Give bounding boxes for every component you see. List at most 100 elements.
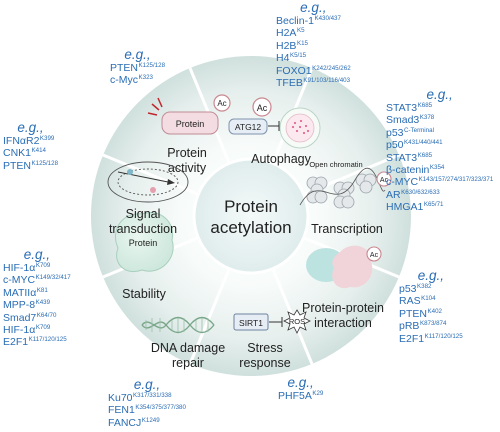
acetylation-sites: C-Terminal [404, 126, 434, 134]
acetylation-sites: K91/103/116/403 [303, 77, 351, 85]
example-entry: MPP-8K439 [3, 299, 71, 311]
membrane-inner [117, 168, 179, 196]
example-entry: H2BK15 [276, 40, 351, 52]
ac-marker [366, 246, 382, 262]
protein-blob-label: Protein [129, 238, 158, 248]
protein-name: FEN1 [108, 404, 135, 417]
protein-activity-sector: Protein Ac Protein activity [147, 94, 231, 175]
protein-name: RAS [399, 295, 421, 308]
ros-burst-icon [283, 309, 311, 334]
acetylation-sites: K873/874 [419, 320, 447, 328]
ppi-title-line2: interaction [314, 316, 372, 330]
ac-marker-label: Ac [217, 99, 226, 108]
protein-name: p53 [399, 283, 417, 295]
activity-spark [151, 103, 160, 111]
acetylation-sites: K5/15 [289, 52, 307, 60]
eg-label: e.g., [124, 47, 151, 62]
protein-name: c-MYC [386, 176, 419, 189]
stability-sector: Protein Stability [115, 212, 174, 301]
acetylation-sites: K1249 [141, 416, 160, 424]
transcription-title: Transcription [311, 222, 383, 236]
signal-title-line1: Signal [126, 207, 161, 221]
center-title-line2: acetylation [210, 218, 291, 237]
protein-activity-title-line2: activity [168, 161, 207, 175]
protein-name: H2A [276, 27, 297, 40]
center-circle [192, 157, 310, 275]
protein-name: H2B [276, 39, 297, 52]
protein-partner-pink [332, 245, 373, 289]
protein-name: E2F1 [3, 336, 29, 349]
protein-name: FANCJ [108, 416, 142, 429]
protein-name: FOXO1 [276, 64, 312, 77]
protein-name: β-catenin [386, 164, 430, 177]
example-entry: TFEBK91/103/116/403 [276, 77, 351, 89]
protein-name: CNK1 [3, 147, 32, 160]
ac-marker [213, 94, 231, 112]
ppi-sector: Ac Protein-protein interaction [302, 245, 384, 330]
example-entry: RASK104 [399, 295, 463, 307]
acetylation-sites: K5 [296, 27, 305, 35]
signal-molecule [127, 169, 133, 175]
stress-title-line2: response [239, 356, 290, 370]
stress-sector: SIRT1 ROS Stress response [233, 309, 311, 370]
dna-repair-sector: DNA damage repair [141, 316, 225, 370]
nucleosome-icon [306, 173, 377, 209]
protein-blob [115, 212, 174, 272]
dna-base-pairs [145, 318, 209, 332]
acetylation-sites: K439 [35, 299, 51, 307]
acetylation-sites: K323 [138, 74, 153, 82]
acetylation-sites: K149/32/417 [35, 274, 71, 282]
example-entry: ARK630/632/633 [386, 189, 493, 201]
example-entry: Ku70K317/331/338 [108, 392, 186, 404]
acetylation-sites: K378 [419, 114, 435, 122]
protein-name: c-MYC [3, 274, 36, 287]
ac-marker [376, 171, 392, 187]
example-entry: FOXO1K242/245/262 [276, 65, 351, 77]
acetylation-sites: K354 [429, 164, 445, 172]
acetylation-sites: K125/128 [31, 159, 59, 167]
example-entry: PTENK125/128 [3, 160, 58, 172]
acetylation-sites: K65/71 [423, 201, 444, 209]
ros-label: ROS [289, 317, 305, 326]
eg-label: e.g., [133, 377, 161, 392]
example-entry: STAT3K685 [386, 152, 493, 164]
acetylation-sites: K709 [35, 324, 51, 332]
eg-label: e.g., [23, 247, 50, 262]
example-entry: p53C-Terminal [386, 127, 493, 139]
protein-name: STAT3 [386, 151, 418, 164]
cargo-dots [291, 119, 310, 135]
protein-name: Smad7 [3, 311, 37, 324]
protein-name: PHF5A [278, 390, 312, 402]
example-entry: c-MYCK149/32/417 [3, 274, 71, 286]
protein-name: HIF-1α [3, 324, 36, 337]
protein-name: Beclin-1 [276, 15, 314, 27]
signal-arrow [117, 171, 169, 183]
protein-name: p53 [386, 126, 404, 139]
protein-name: STAT3 [386, 102, 418, 114]
acetylation-sites: K354/375/377/380 [135, 404, 186, 412]
acetylation-sites: K685 [417, 102, 433, 109]
sirt1-box [233, 313, 269, 331]
example-entry: STAT3K685 [386, 102, 493, 114]
example-entry: Smad7K64/70 [3, 312, 71, 324]
protein-name: H4 [276, 52, 290, 65]
example-entry: PTENK402 [399, 308, 463, 320]
protein-name: c-Myc [110, 74, 138, 87]
acetylation-sites: K399 [39, 135, 55, 142]
autophagy-sector: ATG12 Ac Autophagy [228, 97, 321, 166]
eg-label: e.g., [417, 268, 444, 283]
acetylation-sites: K242/245/262 [312, 64, 351, 72]
protein-name: E2F1 [399, 332, 425, 345]
protein-name: p50 [386, 139, 404, 152]
example-entry: Smad3K378 [386, 114, 493, 126]
example-entry: FEN1K354/375/377/380 [108, 404, 186, 416]
example-entry: H4K5/15 [276, 52, 351, 64]
acetylation-sites: K414 [31, 147, 46, 155]
acetylation-sites: K630/632/633 [401, 188, 440, 196]
eg-label: e.g., [426, 87, 453, 102]
ac-marker-label: Ac [380, 177, 389, 184]
acetylation-sites: K117/120/125 [424, 332, 463, 340]
example-entry: HMGA1K65/71 [386, 201, 493, 213]
